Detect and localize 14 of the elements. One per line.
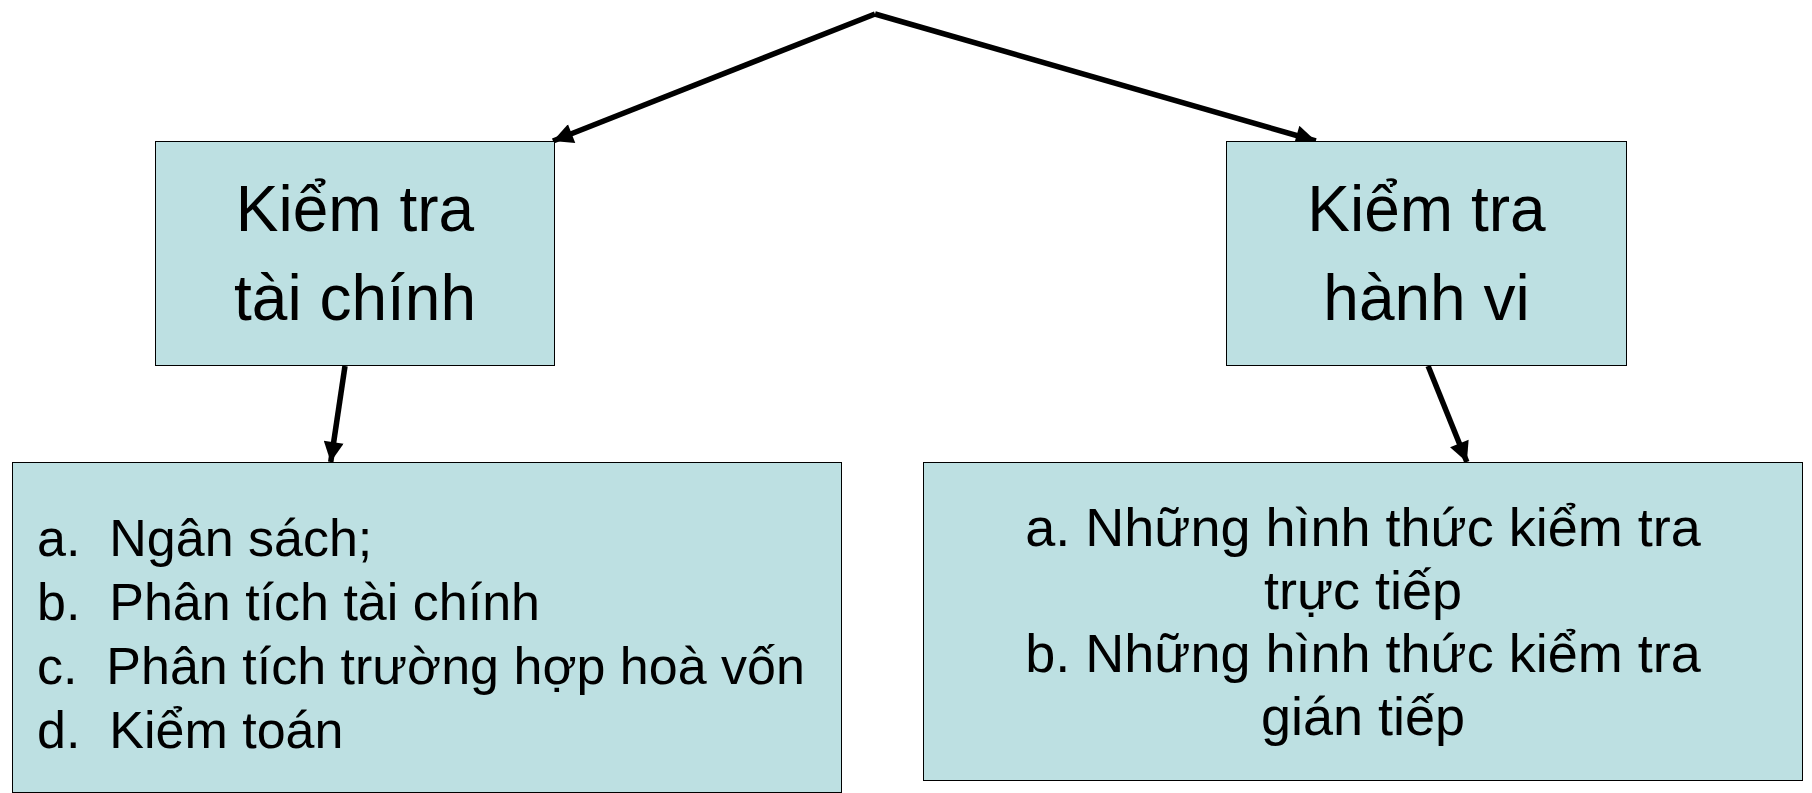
box-text: Kiểm tra hành vi <box>1306 171 1547 336</box>
process-box <box>12 462 842 793</box>
box-text: d. Kiểm toán <box>37 700 344 761</box>
box-text: c. Phân tích trường hợp hoà vốn <box>37 636 805 697</box>
process-box <box>1226 141 1627 366</box>
box-text: b. Phân tích tài chính <box>37 572 540 633</box>
arrow <box>552 11 876 144</box>
process-box <box>923 462 1803 781</box>
process-box <box>155 141 555 366</box>
arrow <box>323 365 348 463</box>
arrow <box>1425 364 1470 464</box>
box-text: Kiểm tra tài chính <box>233 171 477 336</box>
box-text: b. Những hình thức kiểm tra gián tiếp <box>1024 621 1702 748</box>
box-text: a. Ngân sách; <box>37 508 373 569</box>
